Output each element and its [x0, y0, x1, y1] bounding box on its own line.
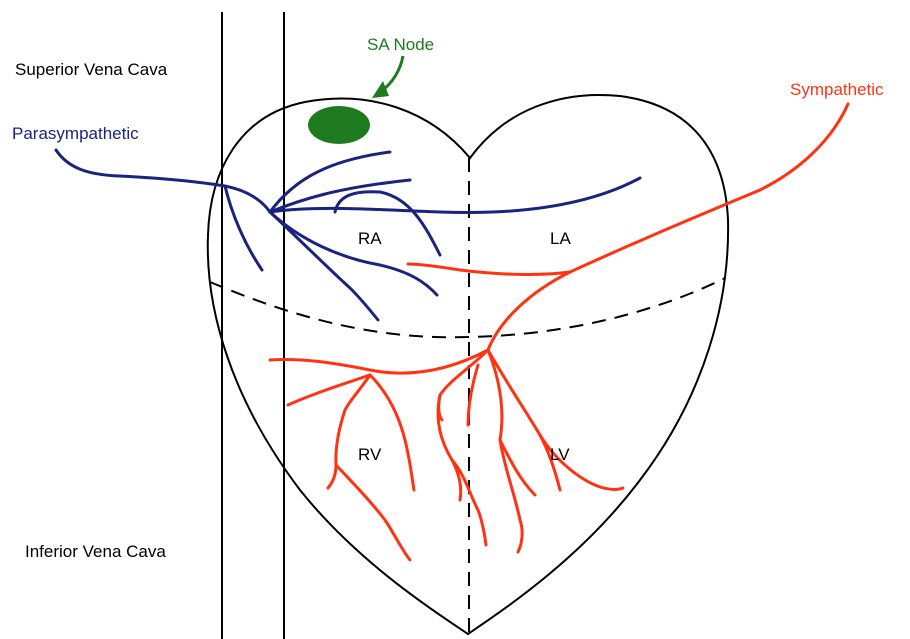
parasympathetic-branch-down-1: [270, 212, 437, 295]
sympathetic-branch-la: [408, 264, 570, 274]
sa-node-arrowhead: [372, 81, 389, 98]
sympathetic-branch-rv-right: [370, 375, 414, 490]
parasympathetic-branch-ra: [335, 192, 440, 255]
sa-node-label: SA Node: [367, 35, 434, 54]
ra-label: RA: [358, 229, 382, 248]
sympathetic-label: Sympathetic: [790, 80, 884, 99]
av-groove-line: [210, 278, 725, 337]
parasympathetic-label: Parasympathetic: [12, 124, 139, 143]
sympathetic-branch-rv-top: [270, 350, 488, 373]
parasympathetic-main-trunk: [56, 150, 270, 212]
superior-vena-cava-label: Superior Vena Cava: [15, 60, 168, 79]
lv-label: LV: [550, 445, 570, 464]
sympathetic-main-trunk: [488, 104, 848, 350]
sympathetic-branch-rv-mid: [328, 375, 370, 488]
sympathetic-branch-lv-4: [488, 350, 623, 489]
sympathetic-branch-septal-2: [439, 395, 442, 420]
inferior-vena-cava-label: Inferior Vena Cava: [25, 542, 166, 561]
sympathetic-nerves: [270, 104, 848, 560]
parasympathetic-branch-upper: [270, 152, 390, 212]
rv-label: RV: [358, 445, 382, 464]
heart-outline: [208, 95, 728, 634]
sa-node-shape: [308, 106, 370, 144]
la-label: LA: [550, 229, 571, 248]
sympathetic-branch-rv-lower: [336, 465, 410, 560]
